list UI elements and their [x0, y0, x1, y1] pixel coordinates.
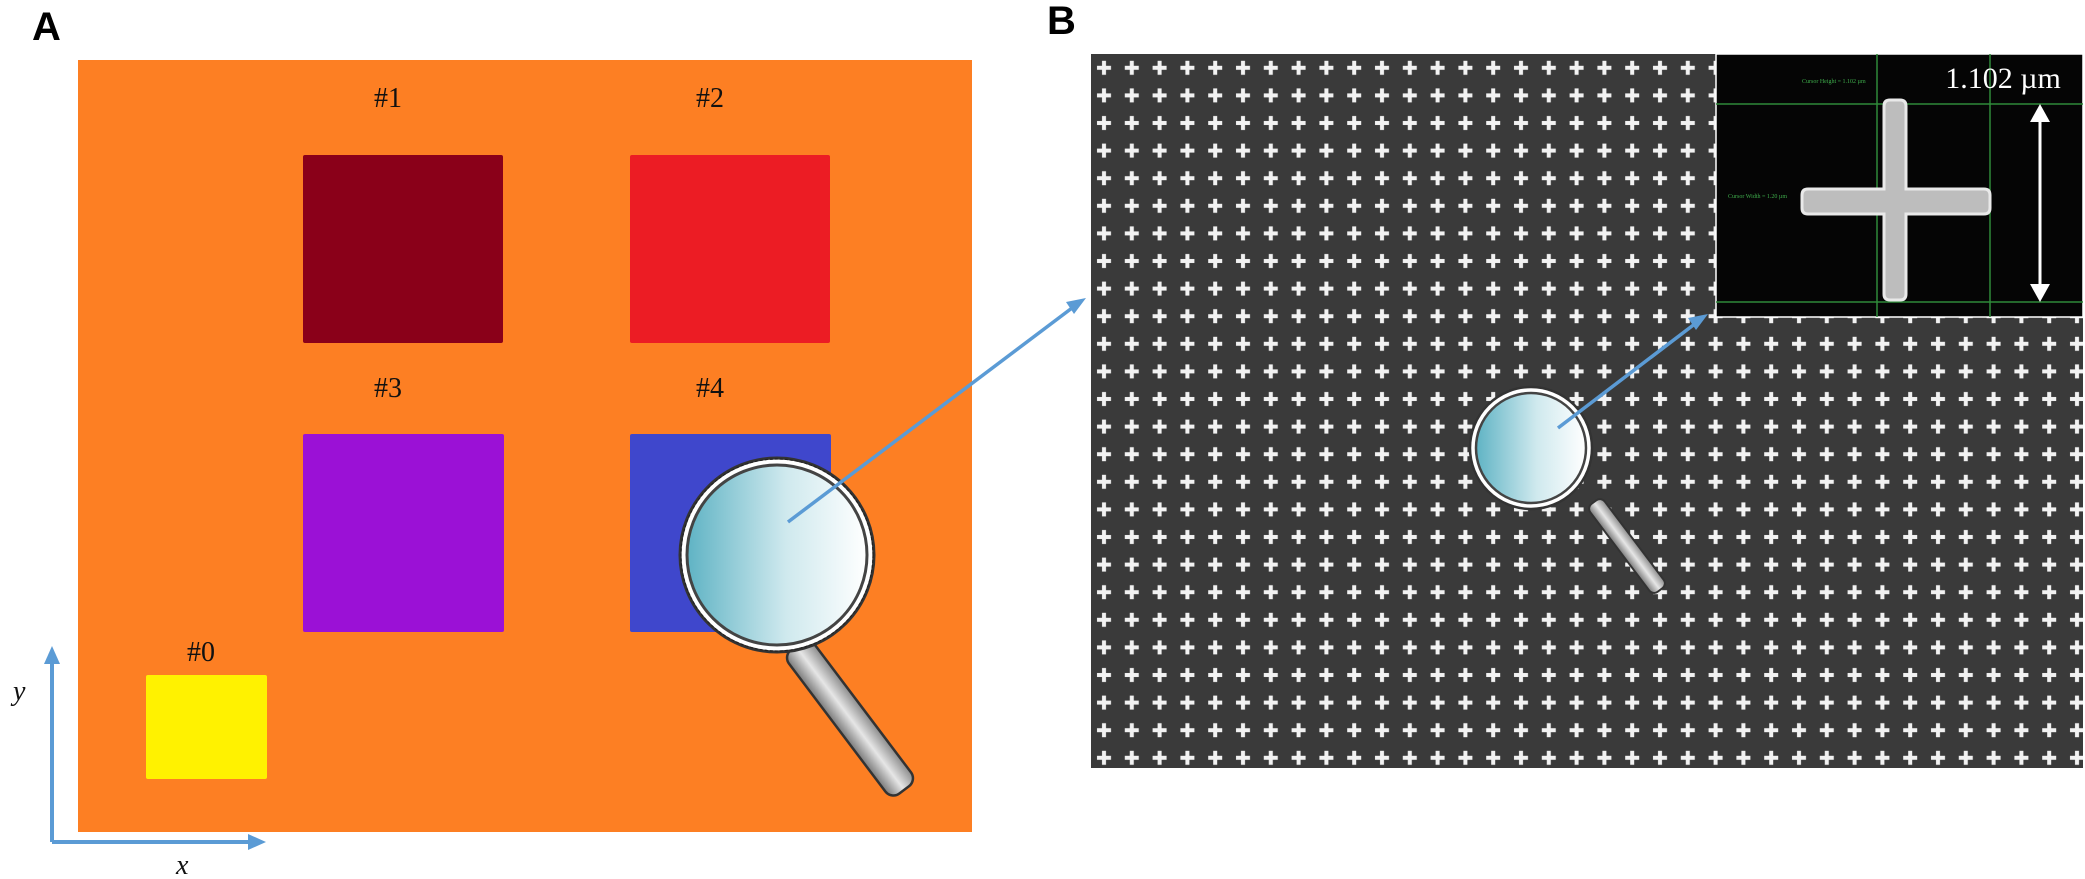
magnifier-b-icon	[1468, 385, 1666, 594]
sample-3-label: #3	[374, 373, 402, 404]
panel-a-letter: A	[32, 5, 61, 49]
sample-1-label: #1	[374, 83, 402, 114]
y-axis-label: y	[10, 676, 26, 707]
sample-1-group: #1	[303, 83, 503, 343]
sample-0-label: #0	[187, 637, 215, 668]
sample-1-square	[303, 155, 503, 343]
sample-2-group: #2	[630, 83, 830, 343]
sem-inset: Cursor Height = 1.102 µm Cursor Width = …	[1715, 53, 2084, 318]
y-axis-arrowhead	[44, 646, 60, 664]
panel-b-letter: B	[1047, 0, 1076, 43]
sample-3-group: #3	[303, 373, 504, 632]
sample-3-square	[303, 434, 504, 632]
magnifier-a-icon	[678, 456, 915, 797]
sample-2-label: #2	[696, 83, 724, 114]
connector-arrow-b-to-inset	[1556, 314, 1708, 430]
inset-caption-left: Cursor Width = 1.20 µm	[1728, 194, 1787, 200]
inset-caption-top: Cursor Height = 1.102 µm	[1802, 79, 1866, 85]
sample-0-group: #0	[146, 637, 267, 779]
xy-axes: y x	[10, 646, 266, 879]
connector-arrow-a-to-b	[786, 298, 1086, 524]
inset-measurement: 1.102 µm	[1945, 62, 2061, 95]
sample-4-label: #4	[696, 373, 724, 404]
x-axis-label: x	[175, 850, 189, 879]
sample-0-square	[146, 675, 267, 779]
x-axis-arrowhead	[248, 834, 266, 850]
sample-2-square	[630, 155, 830, 343]
cross-particle	[1800, 98, 1992, 302]
